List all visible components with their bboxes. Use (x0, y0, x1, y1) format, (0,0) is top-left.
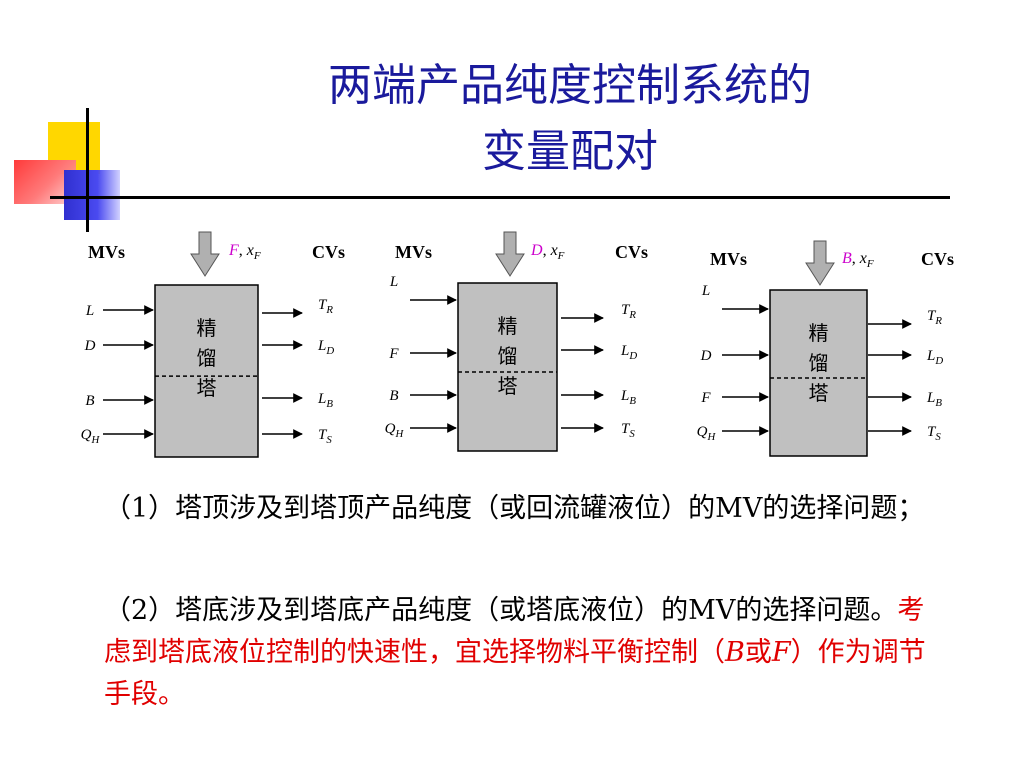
red-text-e: ）作为调节手段。 (104, 637, 926, 710)
output-label-3-1: TR (927, 308, 942, 327)
column-char-3-2: 馏 (809, 351, 829, 375)
column-char-1-3: 塔 (197, 376, 217, 400)
output-label-1-4: TS (318, 427, 332, 446)
column-char-2-1: 精 (498, 314, 518, 338)
input-label-1-2: D (84, 338, 96, 354)
column-box-3 (769, 289, 868, 457)
feed-arrow-3 (805, 240, 835, 286)
red-text-a: 考虑到塔底液位控制的快速性，宜选择物料平衡控制（ (104, 595, 925, 668)
output-label-3-4: TS (927, 424, 941, 443)
output-label-2-4: TS (621, 421, 635, 440)
input-label-2-3: B (389, 388, 398, 404)
decor-blue-square (64, 170, 120, 220)
column-box-1 (154, 284, 259, 458)
output-label-3-3: LB (926, 390, 942, 409)
column-char-2-2: 馏 (498, 344, 518, 368)
feed-label-3: B, xF (842, 250, 874, 270)
column-char-3-1: 精 (809, 321, 829, 345)
output-label-2-2: LD (620, 343, 637, 362)
output-label-2-1: TR (621, 302, 636, 321)
slide-title-line-2: 变量配对 (482, 126, 658, 177)
column-char-3-3: 塔 (809, 381, 829, 405)
input-label-3-4: QH (697, 424, 717, 443)
mvs-label-3: MVs (710, 249, 747, 269)
decor-vertical-line (86, 108, 89, 232)
cvs-label-3: CVs (921, 249, 954, 269)
output-label-1-2: LD (317, 338, 334, 357)
paragraph-1: （1）塔顶涉及到塔顶产品纯度（或回流罐液位）的MV的选择问题； (104, 488, 934, 530)
input-label-2-4: QH (385, 421, 405, 440)
output-label-3-2: LD (926, 348, 943, 367)
slide-title-line-1: 两端产品纯度控制系统的 (328, 60, 812, 111)
column-char-1-1: 精 (197, 316, 217, 340)
red-text-or: 或 (744, 637, 772, 668)
cvs-label-2: CVs (615, 242, 648, 262)
mvs-label-1: MVs (88, 242, 125, 262)
input-label-3-3: F (700, 390, 711, 406)
mvs-label-2: MVs (395, 242, 432, 262)
input-label-3-2: D (700, 348, 712, 364)
column-box-2 (457, 282, 558, 452)
decor-horizontal-rule (50, 196, 950, 199)
paragraph-2: （2）塔底涉及到塔底产品纯度（或塔底液位）的MV的选择问题。考虑到塔底液位控制的… (104, 590, 934, 716)
red-text-b-var: B (725, 637, 745, 668)
red-text-f-var: F (771, 637, 791, 668)
output-label-1-1: TR (318, 297, 333, 316)
column-char-2-3: 塔 (498, 374, 518, 398)
feed-label-2: D, xF (530, 242, 565, 262)
input-label-2-2: F (388, 346, 399, 362)
output-label-2-3: LB (620, 388, 636, 407)
input-label-3-1: L (701, 283, 710, 299)
input-label-1-1: L (85, 303, 94, 319)
column-char-1-2: 馏 (197, 346, 217, 370)
paragraph-1-text: （1）塔顶涉及到塔顶产品纯度（或回流罐液位）的MV的选择问题； (104, 493, 925, 524)
input-label-1-4: QH (81, 427, 101, 446)
cvs-label-1: CVs (312, 242, 345, 262)
input-label-1-3: B (85, 393, 94, 409)
output-label-1-3: LB (317, 391, 333, 410)
paragraph-2-black-text: （2）塔底涉及到塔底产品纯度（或塔底液位）的MV的选择问题。 (104, 595, 898, 626)
input-label-2-1: L (389, 274, 398, 290)
paragraph-2-red-text: 考虑到塔底液位控制的快速性，宜选择物料平衡控制（B或F）作为调节手段。 (104, 595, 926, 710)
feed-label-1: F, xF (228, 242, 261, 262)
feed-arrow-2 (495, 231, 525, 277)
feed-arrow-1 (190, 231, 220, 277)
